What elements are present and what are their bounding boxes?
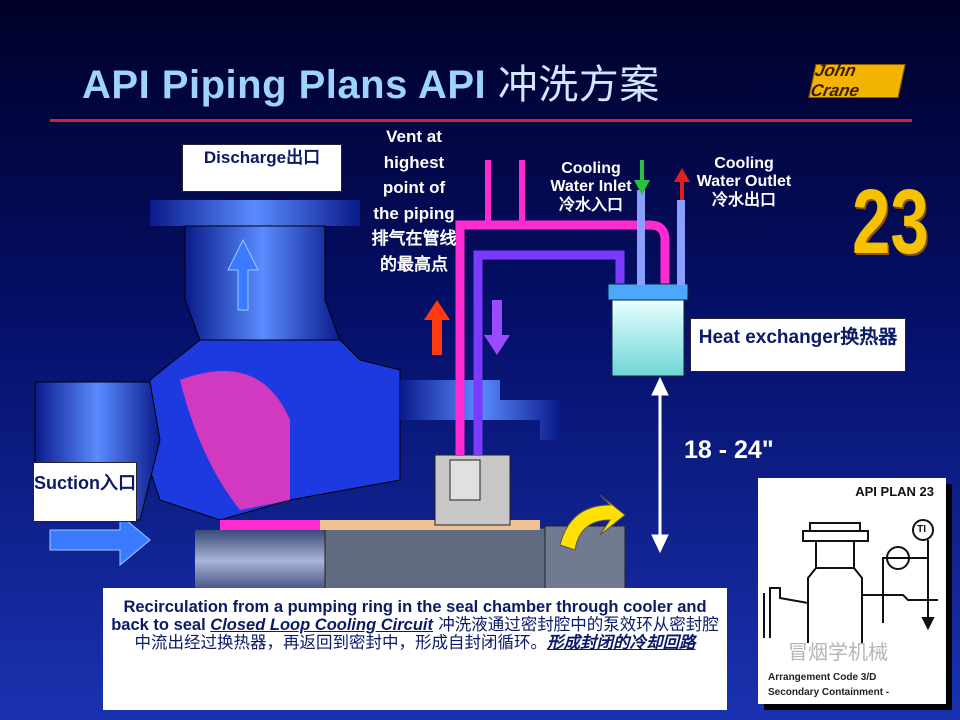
caption-chinese: 冲洗液通过密封腔中的泵效环从密封腔中流出经过换热器，再返回到密封中，形成自封闭循… [134, 615, 719, 653]
caption-highlight: Closed Loop Cooling Circuit [210, 616, 434, 635]
heat-exchanger-label: Heat exchanger换热器 [690, 318, 906, 372]
slide-title: API Piping Plans API 冲洗方案 [82, 52, 660, 110]
instrument-label: TI [917, 524, 926, 535]
dimension-arrow [651, 376, 669, 554]
flow-arrows [49, 160, 690, 567]
suction-label: Suction入口 [33, 462, 137, 522]
caption-chinese-highlight: 形成封闭的冷却回路 [547, 634, 696, 653]
title-english: API Piping Plans API [82, 63, 498, 107]
caption-text: Recirculation from a pumping ring in the… [111, 598, 707, 635]
plan-schematic [763, 519, 938, 643]
shaft [195, 520, 626, 597]
inset-footer-1: Arrangement Code 3/D [768, 672, 877, 683]
title-chinese: 冲洗方案 [497, 62, 660, 108]
caption-box: Recirculation from a pumping ring in the… [103, 588, 727, 710]
inset-footer-2: Secondary Containment - [768, 687, 890, 698]
vent-label: Vent at highest point of the piping排气在管线… [371, 127, 457, 274]
api-plan-23-inset: API PLAN 23 TI 冒烟学机械 Arrangement Code 3/… [758, 478, 946, 704]
piping-loop [455, 160, 670, 455]
cooling-water-outlet-label: Cooling Water Outlet冷水出口 [696, 155, 792, 209]
distance-label: 18 - 24" [684, 436, 774, 464]
plan-number: 23 [852, 171, 929, 273]
discharge-label: Discharge出口 [182, 144, 342, 192]
title-divider [50, 119, 912, 122]
mechanical-seal [434, 454, 511, 526]
cooling-water-inlet-label: Cooling Water Inlet冷水入口 [550, 160, 632, 214]
inset-title: API PLAN 23 [855, 484, 934, 499]
watermark: 冒烟学机械 [788, 642, 888, 664]
heat-exchanger [607, 190, 689, 377]
